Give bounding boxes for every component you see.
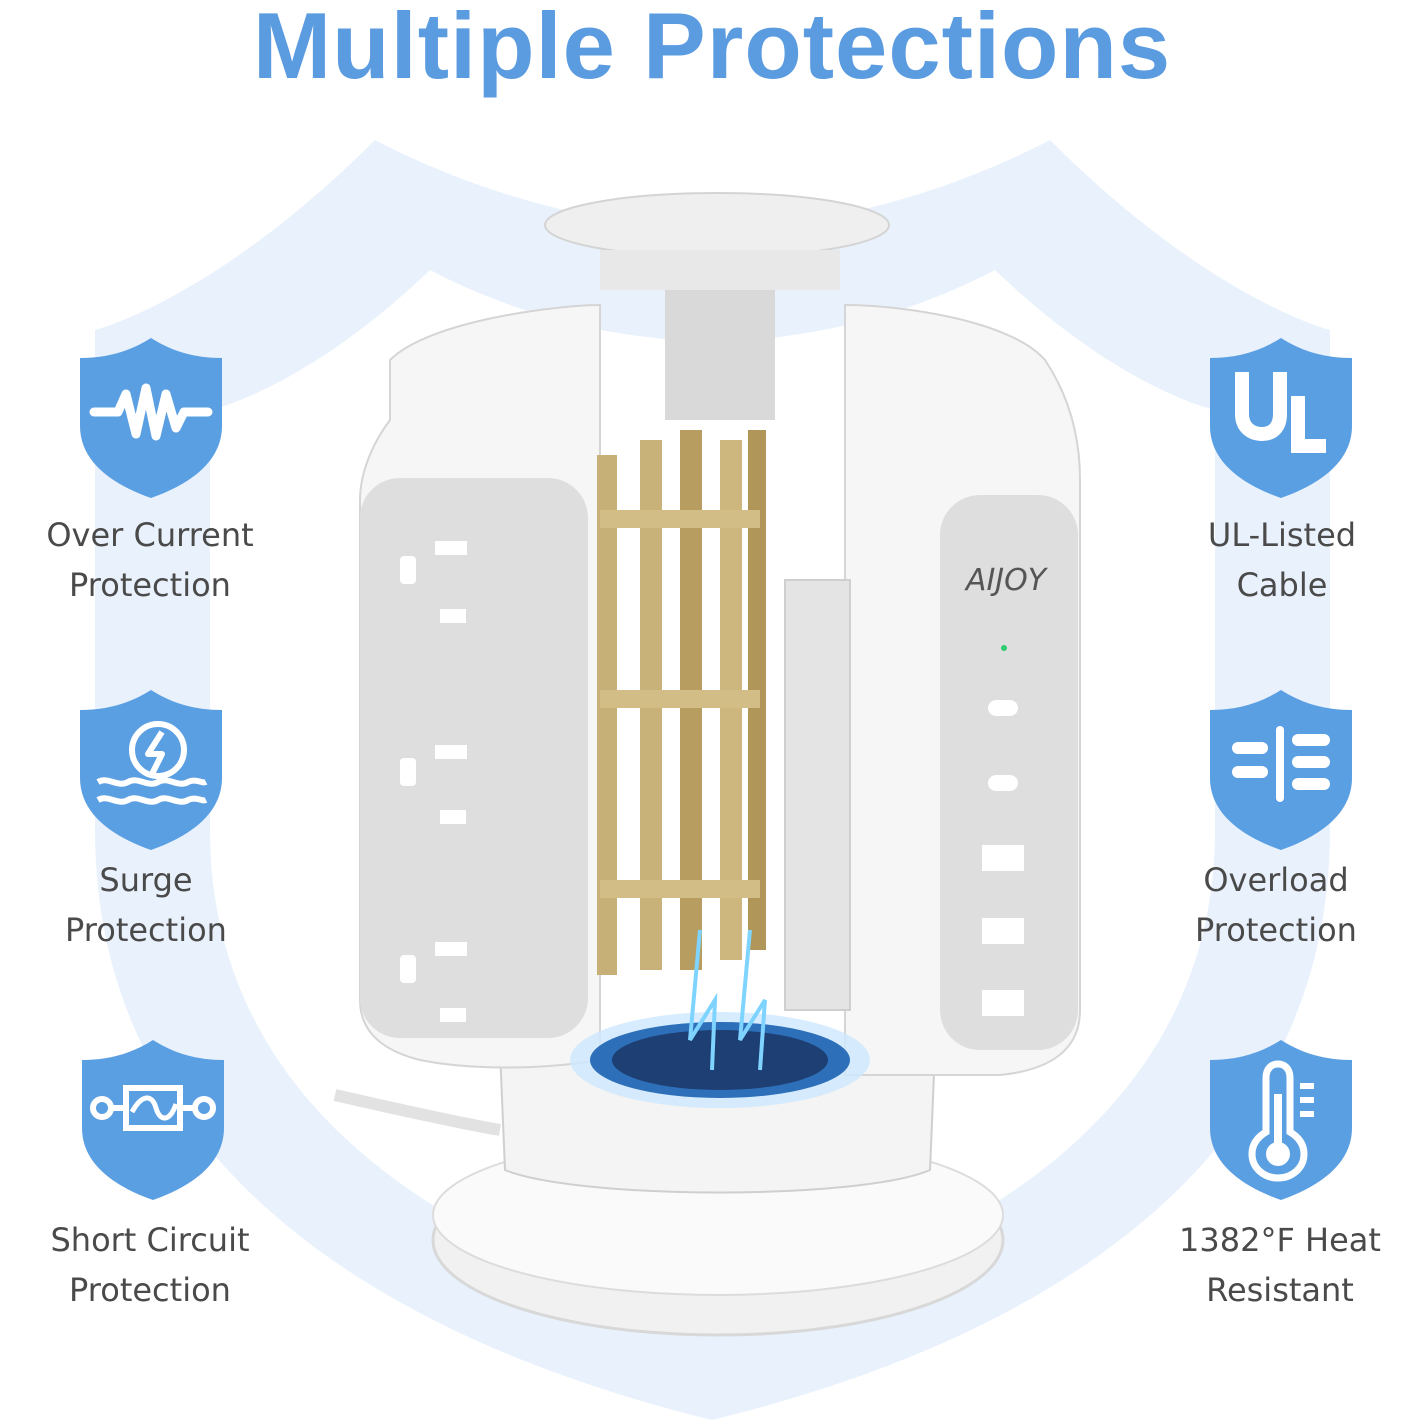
ul-icon xyxy=(1210,338,1352,498)
thermometer-icon xyxy=(1210,1040,1352,1200)
circuit-icon xyxy=(82,1040,224,1200)
brand-logo: AIJOY xyxy=(964,563,1049,598)
overload-icon xyxy=(1210,690,1352,850)
wave-resistor-icon xyxy=(80,338,222,498)
surge-icon xyxy=(80,690,222,850)
page-title: Multiple Protections xyxy=(252,0,1172,98)
